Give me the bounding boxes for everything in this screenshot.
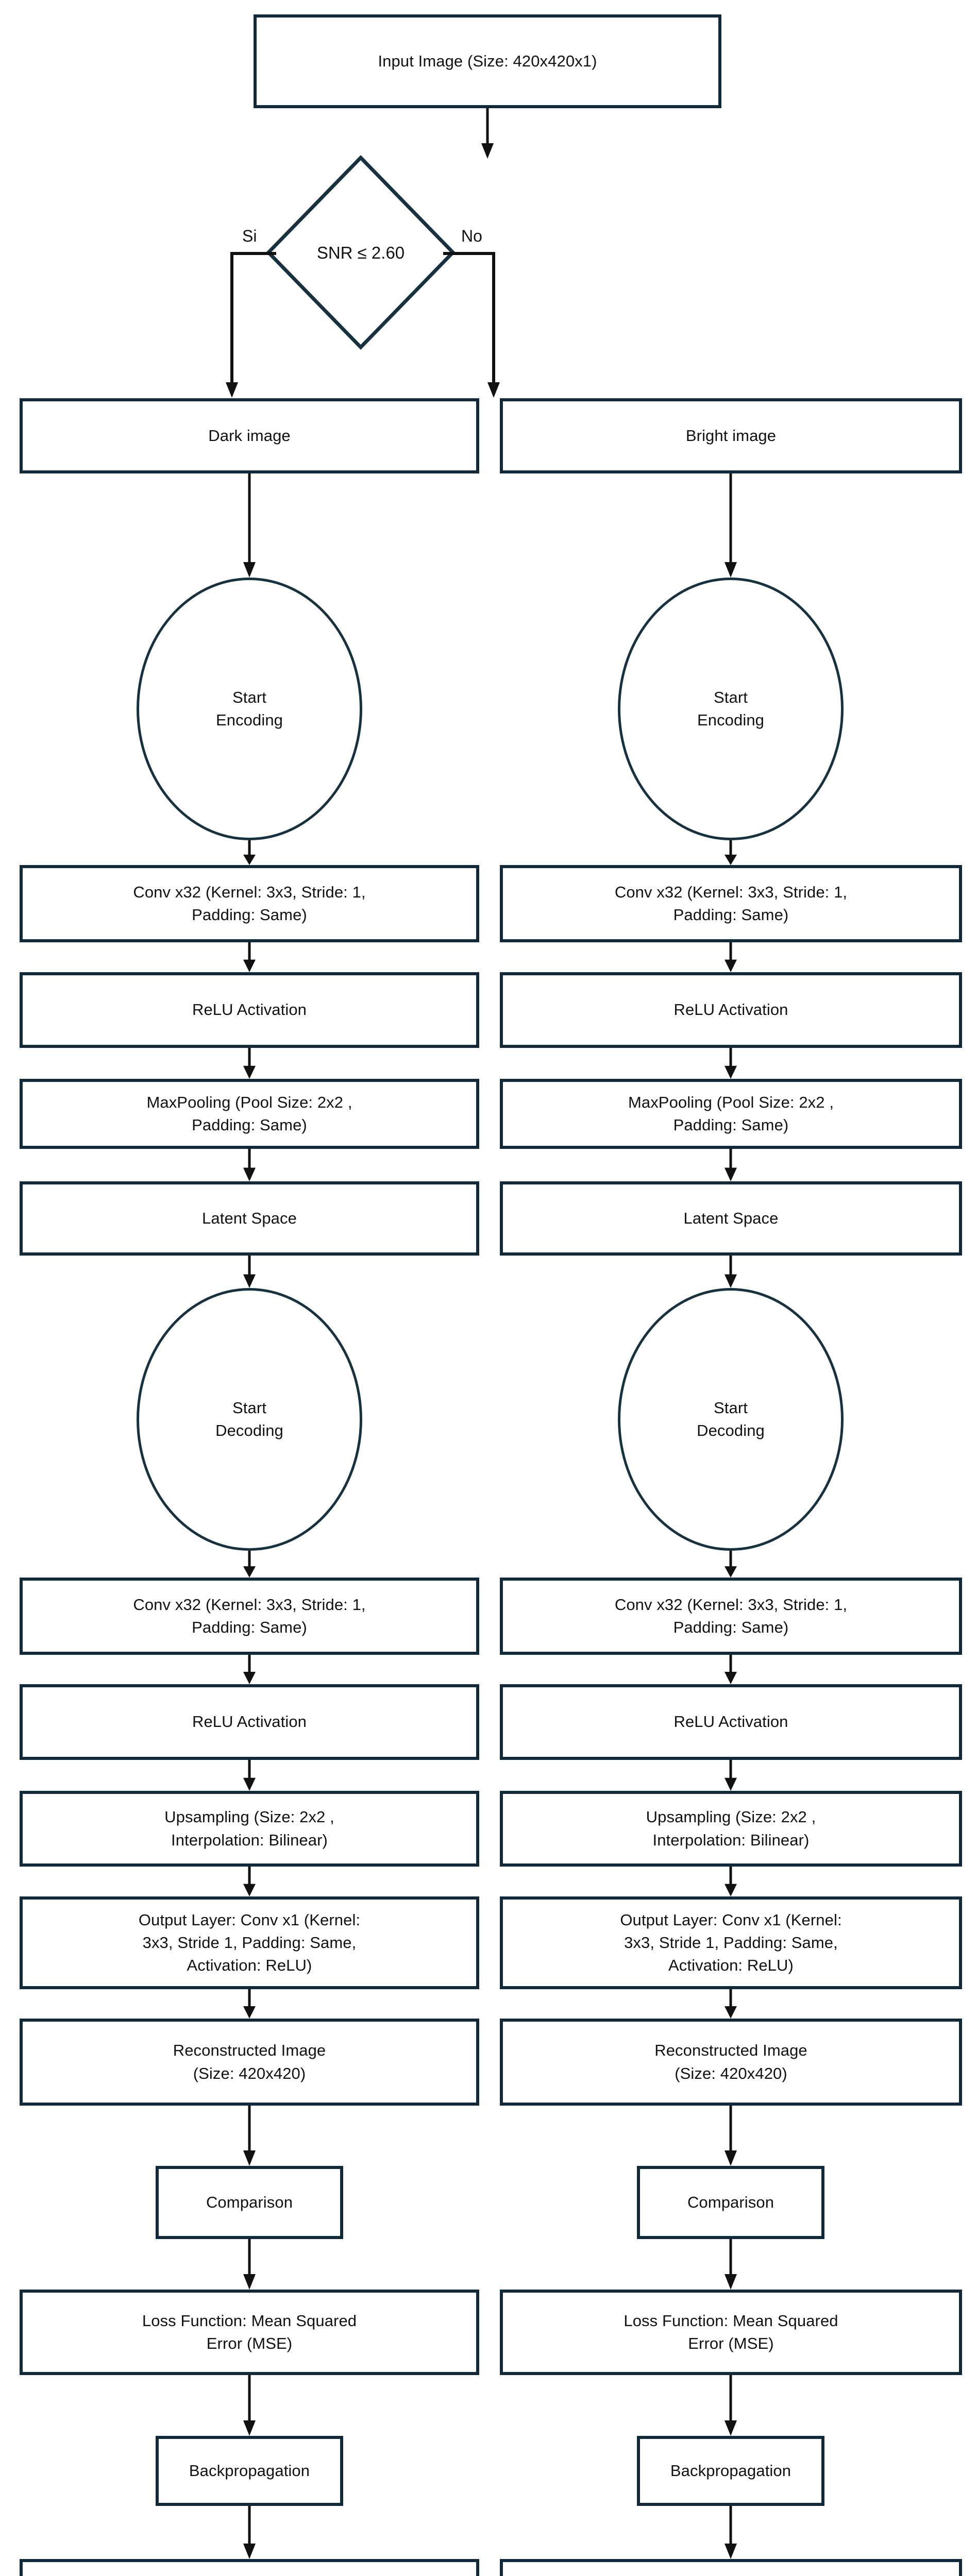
connector-left-3 — [239, 1048, 260, 1079]
connector-right-10 — [720, 1989, 741, 2019]
node-right-step-0: Start Encoding — [618, 578, 844, 840]
node-input-image: Input Image (Size: 420x420x1) — [254, 14, 721, 108]
node-left-step-3: MaxPooling (Pool Size: 2x2 , Padding: Sa… — [20, 1079, 479, 1149]
node-left-step-14: Optimizer: Adam (Learning Rate=0.001) — [20, 2559, 479, 2576]
connector-input-to-decision — [479, 108, 500, 160]
node-right-step-2: ReLU Activation — [500, 972, 962, 1048]
connector-right-2 — [720, 942, 741, 972]
node-right-step-3: MaxPooling (Pool Size: 2x2 , Padding: Sa… — [500, 1079, 962, 1149]
decision-condition-label: SNR ≤ 2.60 — [316, 243, 405, 262]
decision-diamond — [265, 155, 456, 350]
node-right-step-1: Conv x32 (Kernel: 3x3, Stride: 1, Paddin… — [500, 865, 962, 942]
node-right-step-7: ReLU Activation — [500, 1684, 962, 1760]
connector-left-4 — [239, 1149, 260, 1181]
node-right-step-9: Output Layer: Conv x1 (Kernel: 3x3, Stri… — [500, 1896, 962, 1989]
connector-right-3 — [720, 1048, 741, 1079]
node-right-step-6: Conv x32 (Kernel: 3x3, Stride: 1, Paddin… — [500, 1578, 962, 1655]
node-right-step-10: Reconstructed Image (Size: 420x420) — [500, 2019, 962, 2106]
node-left-step-12: Loss Function: Mean Squared Error (MSE) — [20, 2290, 479, 2375]
connector-right-6 — [720, 1551, 741, 1578]
node-left-step-0: Start Encoding — [137, 578, 362, 840]
node-left-step-4: Latent Space — [20, 1181, 479, 1256]
node-left-step-6: Conv x32 (Kernel: 3x3, Stride: 1, Paddin… — [20, 1578, 479, 1655]
connector-right-13 — [720, 2375, 741, 2436]
connector-left-8 — [239, 1760, 260, 1791]
node-right-step-13: Backpropagation — [637, 2436, 824, 2506]
node-right-step-4: Latent Space — [500, 1181, 962, 1256]
connector-left-0 — [239, 473, 260, 578]
connector-right-14 — [720, 2506, 741, 2559]
connector-left-1 — [239, 840, 260, 865]
connector-left-6 — [239, 1551, 260, 1578]
connector-left-11 — [239, 2106, 260, 2166]
node-right-step-5: Start Decoding — [618, 1288, 844, 1551]
connector-left-10 — [239, 1989, 260, 2019]
node-left-step-2: ReLU Activation — [20, 972, 479, 1048]
node-left-step-10: Reconstructed Image (Size: 420x420) — [20, 2019, 479, 2106]
node-right-step-14: Optimizer: Adam (Learning Rate=0.001) — [500, 2559, 962, 2576]
connector-right-0 — [720, 473, 741, 578]
connector-left-9 — [239, 1867, 260, 1896]
connector-left-7 — [239, 1655, 260, 1684]
connector-left-14 — [239, 2506, 260, 2559]
node-left-step-8: Upsampling (Size: 2x2 , Interpolation: B… — [20, 1791, 479, 1867]
connector-left-13 — [239, 2375, 260, 2436]
connector-decision-to-bright-image — [442, 247, 500, 402]
edge-label-no: No — [461, 227, 482, 245]
connector-right-8 — [720, 1760, 741, 1791]
node-left-step-9: Output Layer: Conv x1 (Kernel: 3x3, Stri… — [20, 1896, 479, 1989]
connector-decision-to-dark-image — [226, 247, 278, 402]
node-left-step-1: Conv x32 (Kernel: 3x3, Stride: 1, Paddin… — [20, 865, 479, 942]
connector-right-12 — [720, 2239, 741, 2290]
connector-right-5 — [720, 1256, 741, 1288]
node-left-step-13: Backpropagation — [156, 2436, 343, 2506]
connector-right-9 — [720, 1867, 741, 1896]
connector-left-12 — [239, 2239, 260, 2290]
node-right-step-11: Comparison — [637, 2166, 824, 2239]
connector-right-4 — [720, 1149, 741, 1181]
edge-label-yes: Si — [242, 227, 257, 245]
connector-right-1 — [720, 840, 741, 865]
node-right-step-8: Upsampling (Size: 2x2 , Interpolation: B… — [500, 1791, 962, 1867]
node-left-step-7: ReLU Activation — [20, 1684, 479, 1760]
node-left-step-11: Comparison — [156, 2166, 343, 2239]
connector-right-11 — [720, 2106, 741, 2166]
connector-left-2 — [239, 942, 260, 972]
connector-left-5 — [239, 1256, 260, 1288]
node-right-step-12: Loss Function: Mean Squared Error (MSE) — [500, 2290, 962, 2375]
connector-right-7 — [720, 1655, 741, 1684]
node-left-step-5: Start Decoding — [137, 1288, 362, 1551]
node-left-entry: Dark image — [20, 398, 479, 473]
node-right-entry: Bright image — [500, 398, 962, 473]
